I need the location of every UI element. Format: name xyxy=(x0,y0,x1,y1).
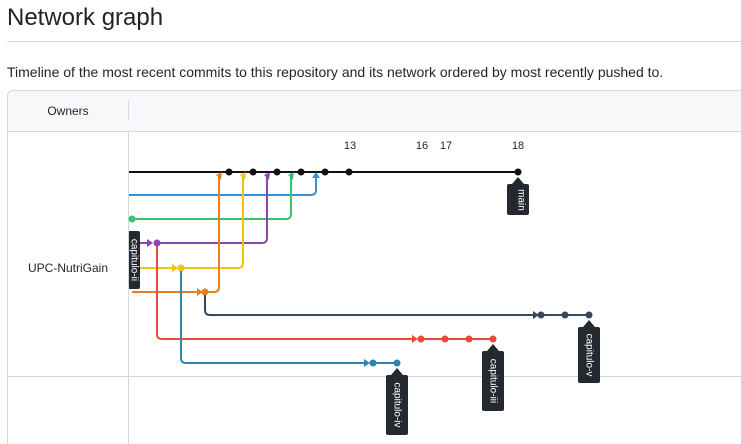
page-description: Timeline of the most recent commits to t… xyxy=(7,64,664,80)
branch-label-capitulo-iv[interactable]: capitulo-iv xyxy=(386,368,408,435)
branch-label-capitulo-iii-text: capitulo-iii xyxy=(487,359,498,403)
branch-line-green xyxy=(132,177,292,220)
branch-line-orange-2 xyxy=(205,177,220,293)
owner-column-separator xyxy=(128,131,129,444)
branch-label-capitulo-v[interactable]: capitulo-v xyxy=(578,320,600,383)
arrow-head-red xyxy=(412,335,418,343)
commit-dot-red-4[interactable] xyxy=(489,335,497,343)
branch-label-capitulo-ii-text: capitulo-ii xyxy=(128,239,139,281)
branch-line-navy xyxy=(204,295,534,316)
commit-dot-teal-2[interactable] xyxy=(393,359,401,367)
graph-header xyxy=(8,91,741,132)
commit-dot-teal-1[interactable] xyxy=(369,359,377,367)
page-title: Network graph xyxy=(7,4,164,31)
commit-dot-main-2[interactable] xyxy=(249,168,257,176)
arrow-head-navy xyxy=(533,311,539,319)
branch-label-main[interactable]: main xyxy=(507,177,529,215)
branch-line-red xyxy=(156,246,413,340)
commit-dot-main-7[interactable] xyxy=(514,168,522,176)
branch-label-main-text: main xyxy=(515,189,526,211)
branch-line-blue xyxy=(129,177,317,196)
arrow-head-orange-2 xyxy=(216,172,222,180)
arrow-head-yellow-2 xyxy=(240,172,246,180)
arrow-head-blue xyxy=(312,172,320,178)
commit-dot-yellow[interactable] xyxy=(177,264,185,272)
arrow-head-teal xyxy=(364,359,370,367)
arrow-head-purple-1 xyxy=(147,239,153,247)
owner-row-separator xyxy=(8,376,741,377)
commit-dot-main-6[interactable] xyxy=(345,168,353,176)
date-label-17: 17 xyxy=(440,140,452,152)
arrow-head-green xyxy=(288,172,294,180)
branch-label-capitulo-v-text: capitulo-v xyxy=(583,334,594,377)
network-graph[interactable]: Owners UPC-NutriGain 13 16 17 18 xyxy=(7,90,741,444)
commit-dot-red-2[interactable] xyxy=(441,335,449,343)
commit-dot-red-1[interactable] xyxy=(417,335,425,343)
date-label-13: 13 xyxy=(344,140,356,152)
branch-line-purple-2 xyxy=(157,177,268,244)
commit-dot-purple[interactable] xyxy=(153,239,161,247)
commit-dot-orange[interactable] xyxy=(201,288,209,296)
title-divider xyxy=(7,41,741,42)
branch-label-capitulo-ii[interactable]: capitulo-ii xyxy=(128,231,140,289)
commit-dot-main-5[interactable] xyxy=(321,168,329,176)
arrow-head-purple-2 xyxy=(264,172,270,180)
commit-dot-main-1[interactable] xyxy=(225,168,233,176)
owner-name[interactable]: UPC-NutriGain xyxy=(27,261,108,275)
commit-dot-navy-1[interactable] xyxy=(537,311,545,319)
branch-line-teal xyxy=(180,271,365,364)
header-separator xyxy=(128,101,129,121)
date-label-16: 16 xyxy=(416,140,428,152)
commit-dot-main-3[interactable] xyxy=(273,168,281,176)
owners-header: Owners xyxy=(47,104,89,118)
arrow-head-yellow-1 xyxy=(172,264,178,272)
branch-label-capitulo-iv-text: capitulo-iv xyxy=(391,382,402,427)
arrow-head-orange-1 xyxy=(197,288,203,296)
commit-dot-navy-3[interactable] xyxy=(585,311,593,319)
branch-label-capitulo-iii[interactable]: capitulo-iii xyxy=(482,344,504,411)
commit-dot-main-4[interactable] xyxy=(297,168,305,176)
network-graph-canvas[interactable]: 13 16 17 18 xyxy=(8,91,741,444)
commit-dot-navy-2[interactable] xyxy=(561,311,569,319)
commit-dot-green[interactable] xyxy=(128,215,136,223)
commit-dot-red-3[interactable] xyxy=(465,335,473,343)
date-label-18: 18 xyxy=(512,140,524,152)
branch-line-yellow-2 xyxy=(181,177,244,269)
